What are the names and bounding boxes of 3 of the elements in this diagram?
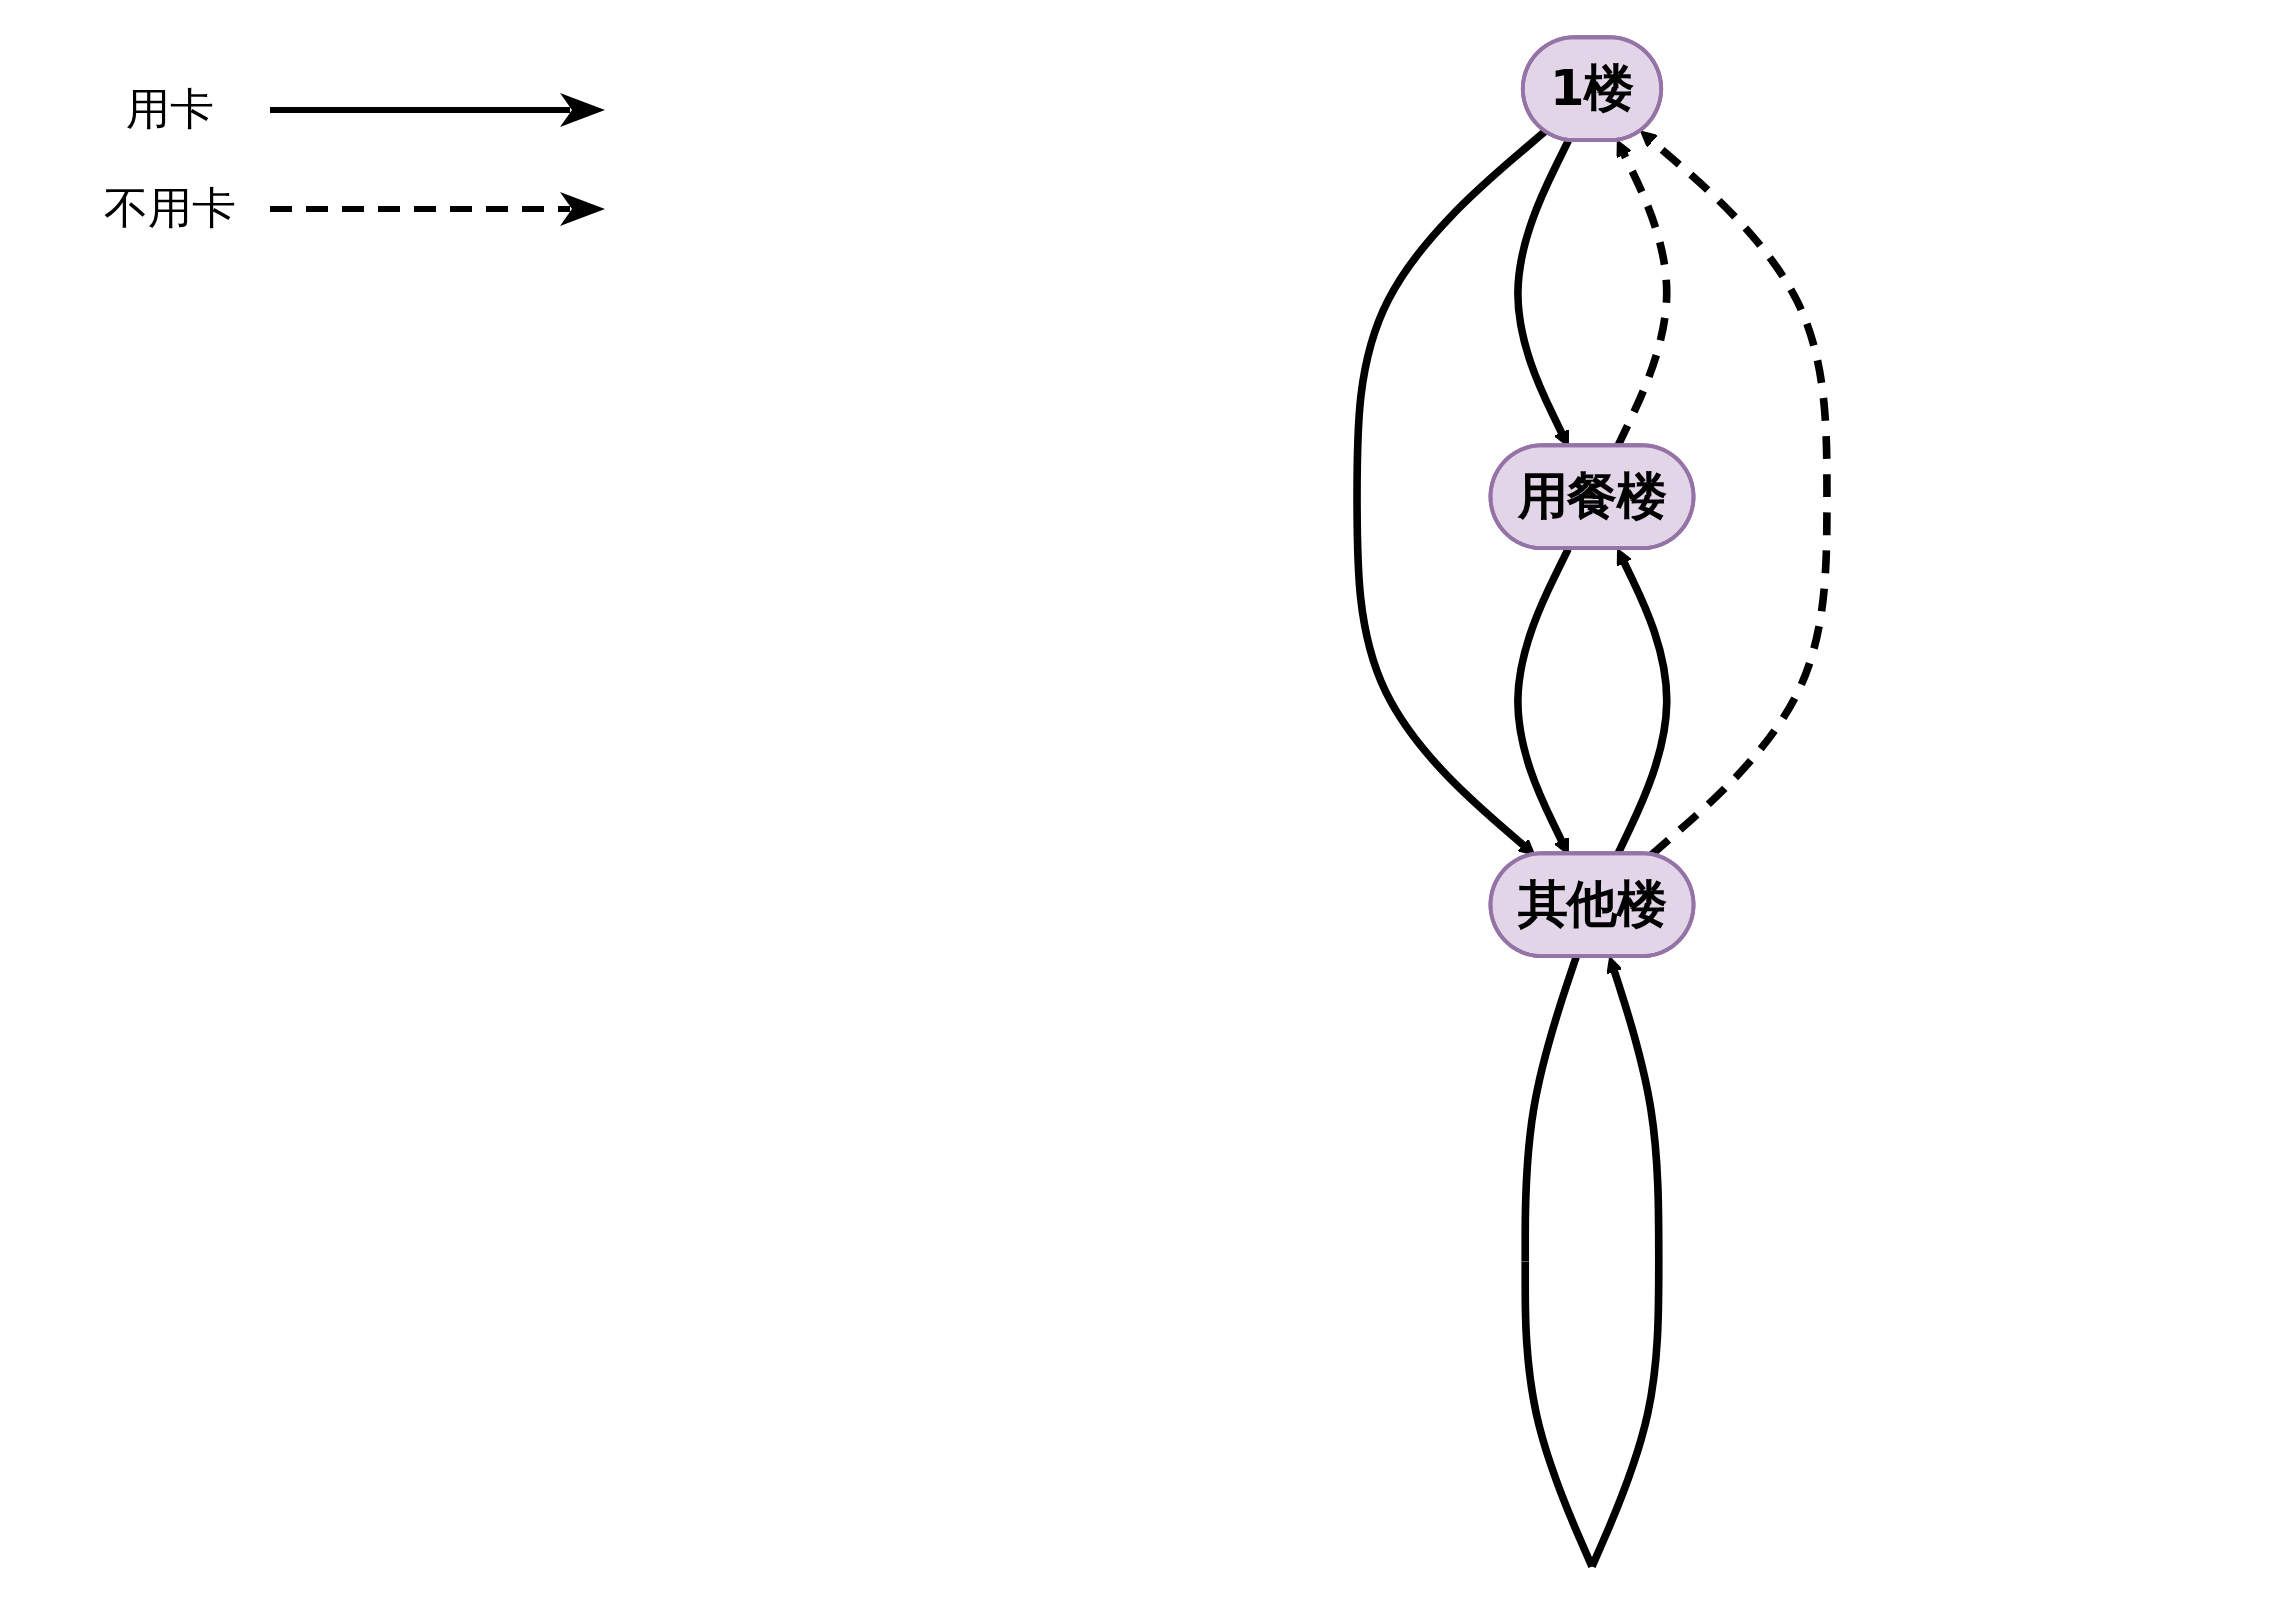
legend-text: 不用卡 — [103, 181, 237, 235]
legend-text: 用卡 — [125, 82, 215, 136]
arrow — [1353, 128, 1548, 856]
